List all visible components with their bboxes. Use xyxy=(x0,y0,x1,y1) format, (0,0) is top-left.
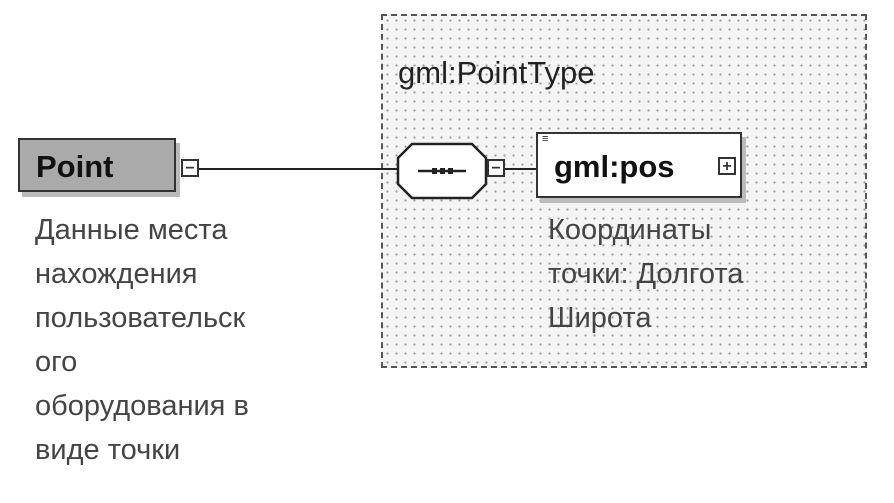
description-line: виде точки xyxy=(35,434,181,466)
connector-line xyxy=(505,168,536,170)
point-element[interactable]: Point xyxy=(18,138,176,192)
description-line: пользовательск xyxy=(35,302,246,334)
documentation-icon: ≡ xyxy=(542,133,549,145)
sequence-compositor-icon[interactable] xyxy=(396,142,488,200)
description-line: Широта xyxy=(548,302,652,334)
pos-description: Координаты точки: Долгота Широта xyxy=(548,208,743,340)
description-line: Координаты xyxy=(548,214,712,246)
expand-toggle-pos[interactable]: + xyxy=(718,157,736,175)
description-line: точки: Долгота xyxy=(548,258,744,290)
description-line: ого xyxy=(35,346,78,378)
complex-type-title: gml:PointType xyxy=(398,55,595,90)
connector-line xyxy=(199,168,397,170)
description-line: нахождения xyxy=(35,258,198,290)
description-line: оборудования в xyxy=(35,390,249,422)
collapse-toggle-point[interactable]: − xyxy=(181,159,199,177)
point-description: Данные места нахождения пользовательск о… xyxy=(35,208,249,472)
description-line: Данные места xyxy=(35,214,228,246)
collapse-toggle-sequence[interactable]: − xyxy=(487,159,505,177)
gml-pos-element[interactable]: gml:pos xyxy=(536,132,742,198)
